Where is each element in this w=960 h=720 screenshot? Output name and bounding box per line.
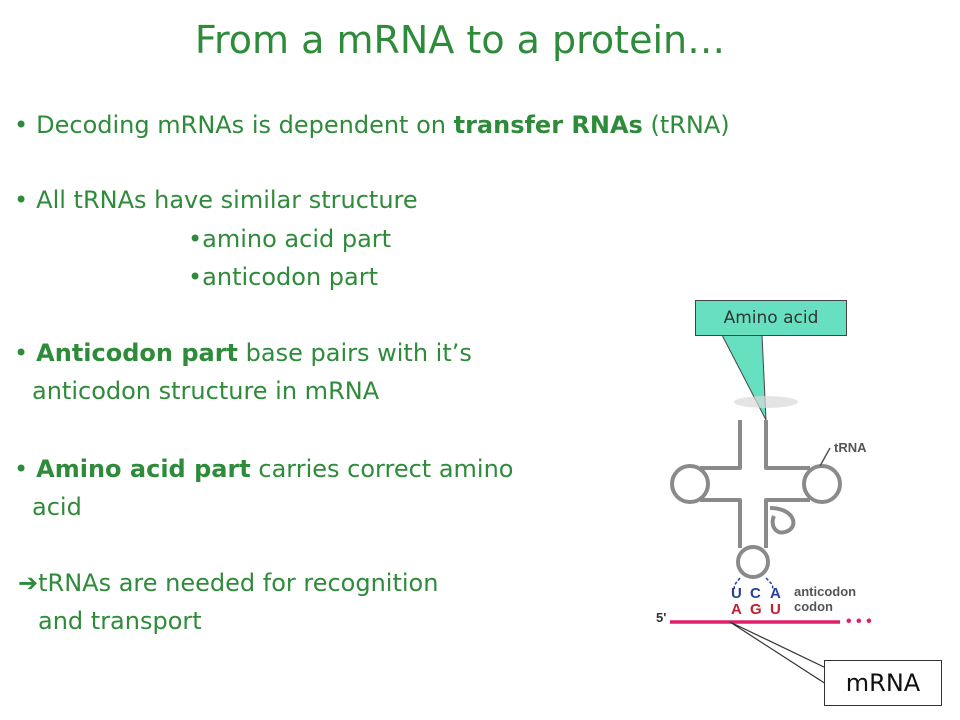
bullet-bold-text: transfer RNAs: [453, 111, 643, 139]
bullet-text-tail: carries correct amino: [250, 455, 514, 483]
bullet-marker: •: [14, 186, 29, 214]
arrow-icon: ➔: [18, 569, 39, 597]
anticodon-base: U: [731, 585, 742, 602]
bullet-text: Decoding mRNAs is dependent on: [36, 111, 454, 139]
five-prime-label: 5': [656, 610, 666, 625]
codon-base: G: [750, 601, 762, 618]
sub-bullet-line-1: •amino acid part: [188, 224, 391, 254]
conclusion-line-cont: and transport: [38, 606, 202, 636]
codon-base: U: [770, 601, 781, 618]
sub-bullet-line-2: •anticodon part: [188, 262, 378, 292]
anticodon-label: anticodon: [794, 584, 856, 599]
bullet-line-3-cont: anticodon structure in mRNA: [32, 376, 379, 406]
trna-shape: [670, 420, 842, 579]
codon-base: A: [731, 601, 742, 618]
bullet-text: and transport: [38, 607, 202, 635]
anticodon-base: A: [770, 585, 781, 602]
conclusion-line: ➔tRNAs are needed for recognition: [18, 568, 438, 598]
bullet-marker: •: [14, 455, 29, 483]
amino-acid-smudge: [734, 396, 798, 408]
bullet-text: anticodon part: [202, 263, 379, 291]
bullet-line-1: •Decoding mRNAs is dependent on transfer…: [14, 110, 730, 140]
bullet-text: anticodon structure in mRNA: [32, 377, 380, 405]
mrna-continuation-dots: • • •: [846, 613, 872, 630]
bullet-line-4-cont: acid: [32, 492, 82, 522]
codon-label: codon: [794, 599, 833, 614]
bullet-text-tail: (tRNA): [642, 111, 730, 139]
bullet-text: All tRNAs have similar structure: [36, 186, 418, 214]
bullet-text-tail: base pairs with it’s: [238, 339, 472, 367]
mrna-callout: mRNA: [824, 660, 942, 706]
slide-title: From a mRNA to a protein…: [194, 18, 726, 62]
mrna-callout-pointer: [729, 621, 827, 686]
anticodon-base: C: [750, 585, 761, 602]
trna-label: tRNA: [834, 440, 867, 455]
bullet-text: amino acid part: [202, 225, 392, 253]
bullet-bold-text: Anticodon part: [36, 339, 239, 367]
bullet-text: acid: [32, 493, 82, 521]
bullet-bold-text: Amino acid part: [36, 455, 251, 483]
bullet-line-4: •Amino acid part carries correct amino: [14, 454, 514, 484]
bullet-text: tRNAs are needed for recognition: [38, 569, 439, 597]
bullet-line-2: •All tRNAs have similar structure: [14, 185, 418, 215]
amino-acid-callout: Amino acid: [695, 300, 847, 336]
bullet-line-3: •Anticodon part base pairs with it’s: [14, 338, 472, 368]
bullet-marker: •: [188, 263, 203, 291]
bullet-marker: •: [188, 225, 203, 253]
bullet-marker: •: [14, 111, 29, 139]
bullet-marker: •: [14, 339, 29, 367]
trna-label-leader: [819, 447, 831, 467]
